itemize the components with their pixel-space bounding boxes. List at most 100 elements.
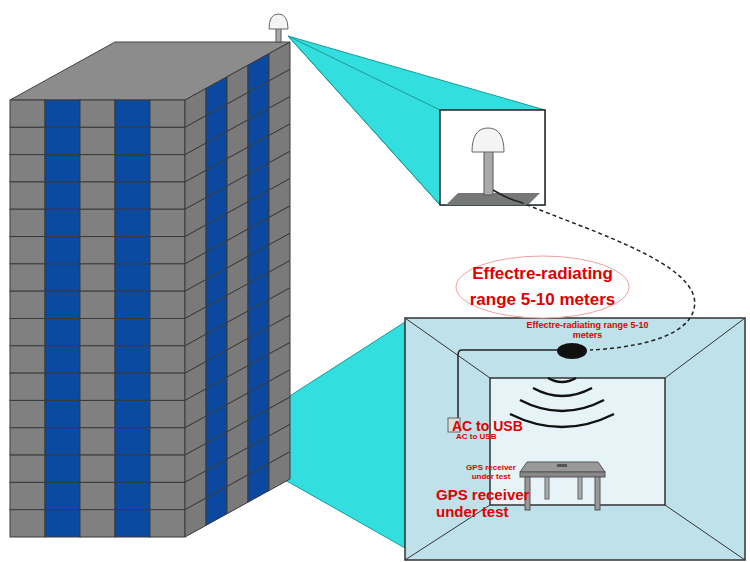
- receiver-small-label: GPS receiver under test: [460, 463, 522, 481]
- wave: [548, 378, 576, 382]
- window-cell: [150, 346, 185, 373]
- window-cell: [45, 182, 80, 209]
- window-cell: [45, 291, 80, 318]
- window-cell: [45, 319, 80, 346]
- roof-antenna-mast: [276, 28, 281, 42]
- window-cell: [10, 209, 45, 236]
- building: [10, 42, 290, 537]
- gps-receiver: [557, 464, 567, 467]
- window-cell: [10, 510, 45, 537]
- window-cell: [10, 100, 45, 127]
- window-cell: [150, 455, 185, 482]
- table-leg: [578, 477, 582, 499]
- window-cell: [80, 264, 115, 291]
- window-cell: [45, 428, 80, 455]
- window-cell: [10, 237, 45, 264]
- wave: [520, 400, 604, 411]
- window-cell: [150, 264, 185, 291]
- window-cell: [115, 291, 150, 318]
- table-leg: [595, 477, 600, 510]
- wedge-edge: [288, 36, 440, 205]
- window-cell: [115, 400, 150, 427]
- wedge-edge: [288, 36, 440, 110]
- range-ellipse: Effectre-radiating range 5-10 meters: [455, 255, 630, 319]
- roof-antenna-dome: [269, 14, 288, 29]
- window-cell: [115, 209, 150, 236]
- window-cell: [115, 373, 150, 400]
- window-cell: [10, 482, 45, 509]
- window-cell: [45, 264, 80, 291]
- window-cell: [115, 319, 150, 346]
- window-cell: [150, 373, 185, 400]
- window-cell: [45, 100, 80, 127]
- window-cell: [80, 127, 115, 154]
- window-cell: [115, 455, 150, 482]
- window-cell: [45, 373, 80, 400]
- zoom-wedge: [288, 36, 545, 205]
- window-cell: [80, 209, 115, 236]
- wave: [533, 388, 592, 396]
- table-leg: [545, 477, 549, 499]
- window-cell: [10, 182, 45, 209]
- window-cell: [10, 264, 45, 291]
- window-cell: [80, 482, 115, 509]
- window-cell: [80, 319, 115, 346]
- window-cell: [150, 482, 185, 509]
- range-text: Effectre-radiating range 5-10 meters: [465, 261, 620, 313]
- window-cell: [10, 155, 45, 182]
- window-cell: [45, 209, 80, 236]
- room-edge: [665, 318, 745, 378]
- wave: [510, 414, 614, 427]
- window-cell: [10, 127, 45, 154]
- window-cell: [80, 400, 115, 427]
- window-cell: [115, 237, 150, 264]
- window-cell: [10, 346, 45, 373]
- window-cell: [80, 455, 115, 482]
- window-cell: [80, 237, 115, 264]
- window-cell: [80, 373, 115, 400]
- re-radiator: [557, 343, 587, 359]
- window-cell: [269, 452, 290, 491]
- window-cell: [206, 486, 227, 525]
- window-cell: [45, 482, 80, 509]
- window-cell: [80, 100, 115, 127]
- window-cell: [115, 100, 150, 127]
- window-cell: [150, 100, 185, 127]
- window-cell: [115, 264, 150, 291]
- window-cell: [10, 291, 45, 318]
- room: [405, 318, 745, 560]
- window-cell: [115, 428, 150, 455]
- window-cell: [10, 373, 45, 400]
- window-cell: [80, 428, 115, 455]
- receiver-label: GPS receiver under test: [436, 486, 531, 521]
- inset-box: [440, 110, 545, 205]
- window-cell: [150, 155, 185, 182]
- window-cell: [80, 155, 115, 182]
- window-cell: [227, 475, 248, 514]
- window-cell: [10, 319, 45, 346]
- window-cell: [248, 463, 269, 502]
- window-cell: [45, 237, 80, 264]
- window-cell: [45, 346, 80, 373]
- window-cell: [150, 291, 185, 318]
- window-cell: [10, 455, 45, 482]
- window-cell: [150, 127, 185, 154]
- window-cell: [115, 127, 150, 154]
- window-cell: [45, 127, 80, 154]
- antenna-mast: [484, 150, 493, 195]
- window-cell: [150, 182, 185, 209]
- table-top: [520, 462, 605, 472]
- cable: [493, 190, 520, 202]
- small-range-label: Effectre-radiating range 5-10 meters: [520, 320, 655, 341]
- window-cell: [150, 510, 185, 537]
- window-cell: [115, 510, 150, 537]
- window-cell: [115, 155, 150, 182]
- window-cell: [10, 428, 45, 455]
- adapter-small-label: AC to USB: [456, 432, 526, 441]
- table-edge: [520, 472, 605, 477]
- roof: [10, 42, 290, 100]
- back-wall: [490, 378, 665, 505]
- window-cell: [150, 237, 185, 264]
- window-cell: [115, 182, 150, 209]
